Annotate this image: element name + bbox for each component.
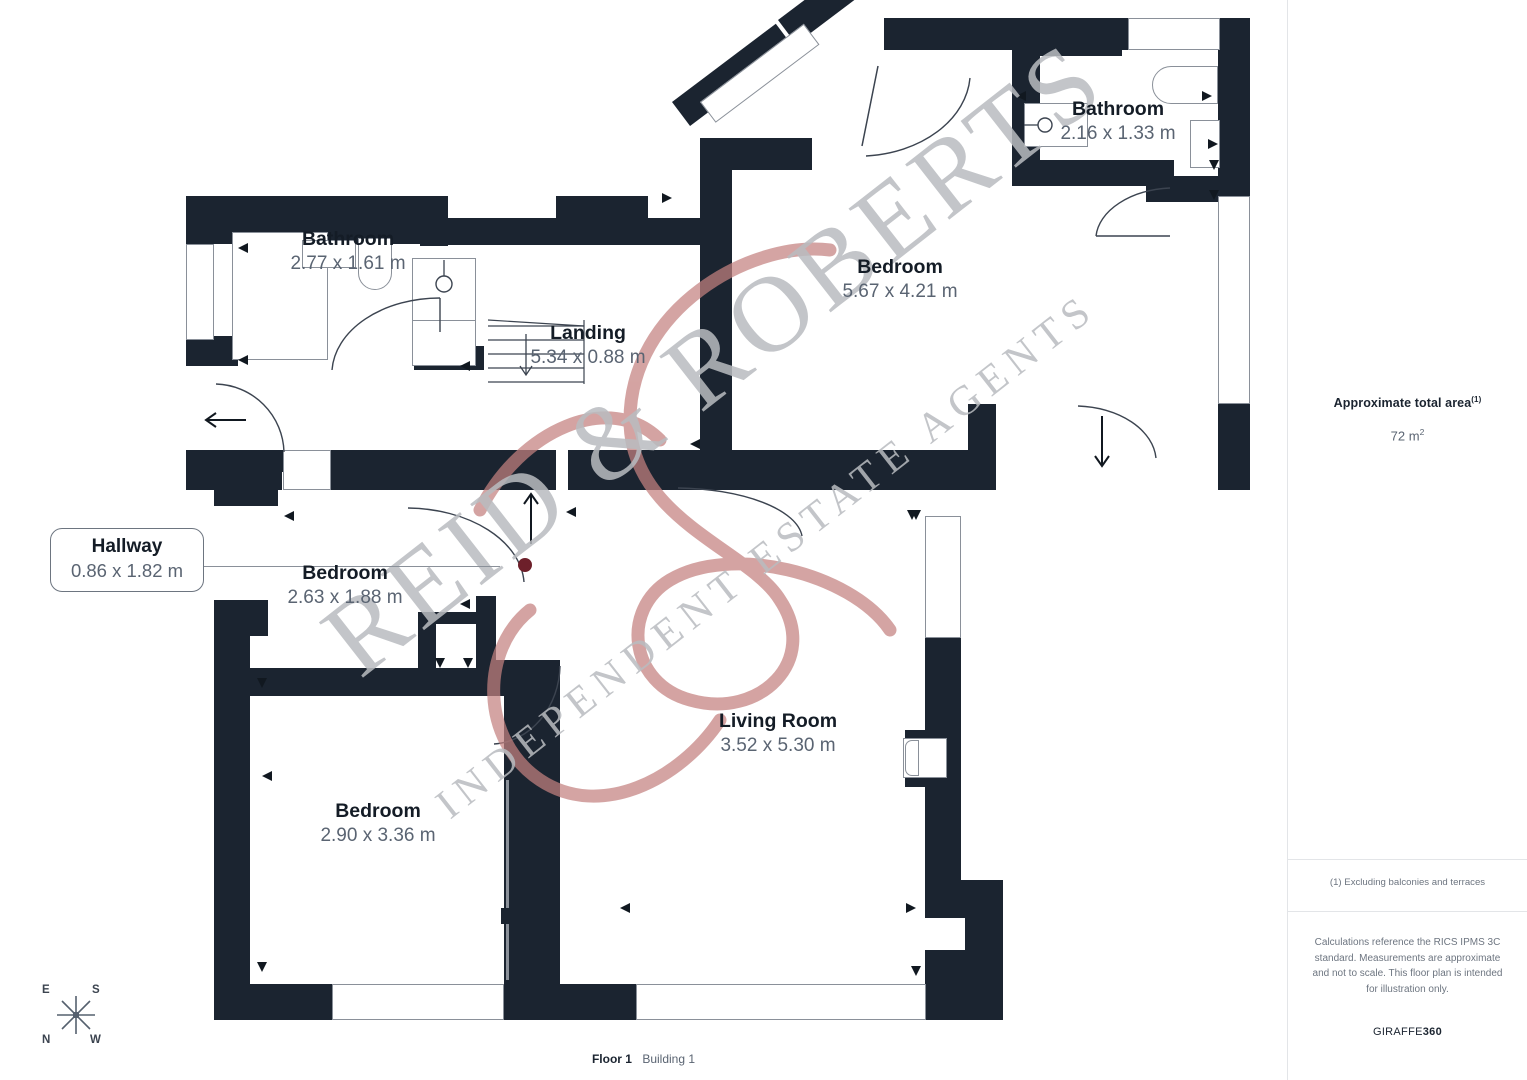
total-area-value: 72 m2: [1288, 427, 1527, 443]
wall-segment: [905, 730, 927, 740]
wall-segment: [418, 612, 480, 624]
brand-suffix: 360: [1422, 1026, 1443, 1038]
door-swing: [1095, 187, 1171, 237]
wall-segment: [550, 984, 636, 1020]
wall-segment: [186, 336, 238, 366]
door-swing: [1077, 405, 1157, 459]
window: [636, 984, 926, 1020]
measurement-disclaimer: Calculations reference the RICS IPMS 3C …: [1312, 937, 1503, 995]
room-name: Landing: [550, 322, 626, 344]
wall-segment: [446, 218, 558, 245]
wall-segment: [700, 138, 812, 170]
room-dimensions: 2.90 x 3.36 m: [320, 825, 436, 846]
window: [1128, 18, 1220, 50]
room-dimensions: 5.67 x 4.21 m: [842, 281, 958, 302]
room-label-bedroom-main: Bedroom 5.67 x 4.21 m: [780, 256, 1020, 304]
room-name: Bedroom: [335, 800, 421, 822]
cupboard-icon: [412, 320, 476, 366]
wall-segment: [420, 196, 448, 246]
wall-segment: [1218, 18, 1250, 196]
window: [283, 450, 331, 490]
room-dimensions: 2.16 x 1.33 m: [1060, 123, 1176, 144]
door-swing: [215, 383, 285, 453]
total-area-unit-exponent: 2: [1419, 427, 1425, 438]
stairs-icon: [487, 319, 585, 384]
building-label: Building 1: [642, 1052, 696, 1066]
total-area-number: 72 m: [1390, 428, 1420, 444]
total-area-footnote-marker: (1): [1471, 395, 1482, 404]
hallway-leader-line: [200, 566, 500, 568]
dimension-markers: [204, 91, 1219, 976]
total-area-title: Approximate total area(1): [1288, 395, 1527, 410]
room-label-bedroom-small: Bedroom 2.63 x 1.88 m: [222, 562, 468, 610]
panel-divider-top: [1288, 859, 1527, 860]
wall-segment: [556, 196, 648, 245]
wall-segment: [925, 950, 1003, 1020]
room-dimensions: 2.63 x 1.88 m: [287, 587, 403, 608]
room-label-living-room: Living Room 3.52 x 5.30 m: [658, 710, 898, 758]
door-swing: [331, 297, 441, 371]
compass-label-east: E: [42, 984, 50, 996]
info-side-panel: Approximate total area(1) 72 m2 (1) Excl…: [1287, 0, 1527, 1080]
room-dimensions: 0.86 x 1.82 m: [70, 559, 184, 581]
room-dimensions: 3.52 x 5.30 m: [720, 735, 836, 756]
window: [925, 516, 961, 638]
radiator-icon: [506, 780, 509, 980]
compass-label-west: W: [90, 1034, 101, 1046]
window: [186, 244, 214, 340]
room-label-landing: Landing 5.34 x 0.88 m: [468, 322, 708, 370]
wall-segment: [418, 612, 436, 680]
cistern-icon: [302, 240, 356, 268]
toilet-icon: [358, 238, 392, 290]
room-name: Hallway: [91, 536, 163, 557]
wall-segment: [1012, 160, 1160, 186]
room-name: Bathroom: [1071, 98, 1165, 120]
compass-label-north: N: [42, 1034, 51, 1046]
area-footnote: (1) Excluding balconies and terraces: [1329, 877, 1486, 888]
wall-segment: [214, 600, 268, 636]
wall-segment: [646, 218, 702, 245]
wall-segment: [1146, 160, 1174, 202]
total-area-block: Approximate total area(1) 72 m2: [1288, 395, 1527, 443]
room-label-bathroom-top-right: Bathroom 2.16 x 1.33 m: [1018, 98, 1218, 146]
wall-segment: [214, 490, 278, 506]
compass-label-south: S: [92, 984, 100, 996]
room-label-hallway: Hallway 0.86 x 1.82 m: [50, 528, 204, 592]
window: [1218, 196, 1250, 404]
giraffe360-logo: GIRAFFE360: [1288, 1026, 1527, 1038]
wall-segment: [905, 775, 927, 787]
wall-segment: [1012, 30, 1122, 56]
window: [332, 984, 504, 1020]
room-name: Bathroom: [301, 228, 395, 250]
room-label-bathroom-top-left: Bathroom 2.77 x 1.61 m: [228, 228, 468, 276]
radiator-valve-icon: [501, 908, 514, 924]
panel-divider-bottom: [1288, 911, 1527, 912]
door-swing: [865, 77, 971, 157]
shower-drain-icon: [435, 260, 453, 293]
basin-tap-icon: [1024, 117, 1053, 133]
floor-label: Floor 1: [591, 1052, 632, 1066]
plan-footer: Floor 1 Building 1: [0, 1052, 1287, 1066]
wall-segment: [968, 404, 996, 490]
door-swing-angled: [861, 65, 879, 147]
brand-prefix: GIRAFFE: [1372, 1026, 1423, 1038]
room-dimensions: 2.77 x 1.61 m: [290, 253, 406, 274]
room-name: Bedroom: [302, 562, 388, 584]
room-dimensions: 5.34 x 0.88 m: [530, 347, 646, 368]
wall-segment: [1218, 400, 1250, 490]
compass-rose: E S N W: [30, 978, 122, 1056]
wall-segment: [214, 600, 250, 1020]
floor-plan-canvas: REID & ROBERTS INDEPENDENT ESTATE AGENTS…: [0, 0, 1287, 1066]
room-name: Living Room: [718, 710, 838, 732]
room-name: Bedroom: [857, 256, 943, 278]
fireplace-hearth-icon: [905, 740, 919, 776]
total-area-title-text: Approximate total area: [1333, 396, 1472, 411]
room-label-bedroom-lower: Bedroom 2.90 x 3.36 m: [258, 800, 498, 848]
